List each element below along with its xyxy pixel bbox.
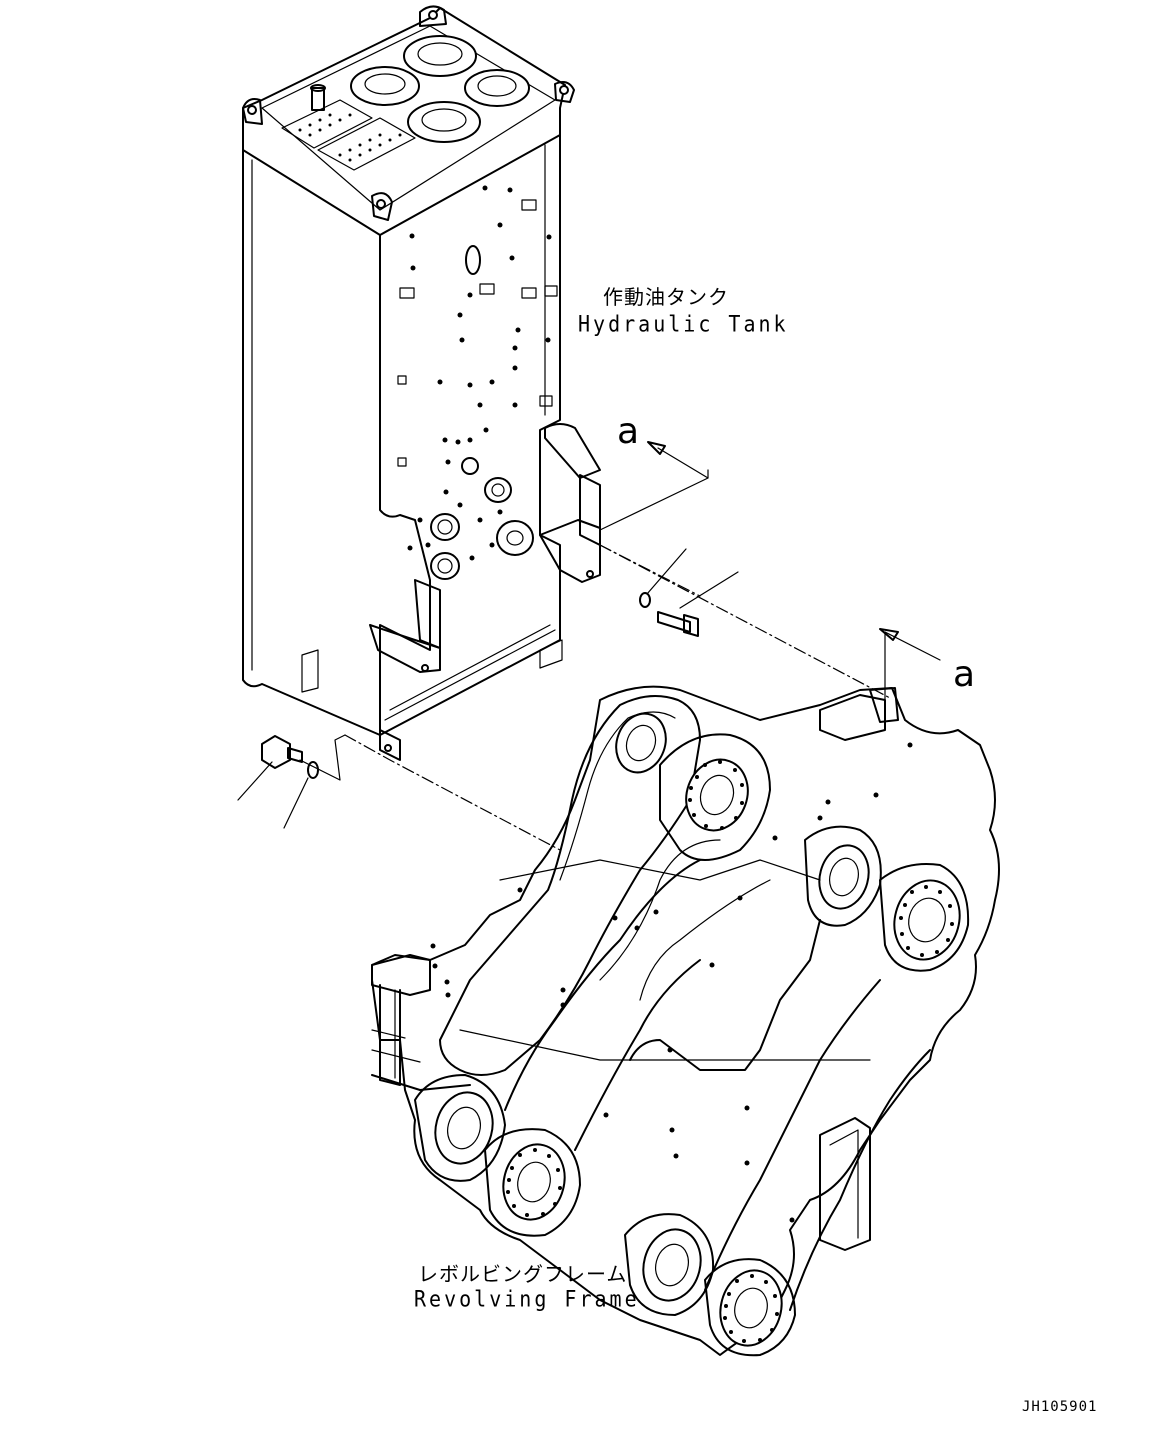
revolving-frame-label-en: Revolving Frame [414,1285,640,1313]
leader-washer-lower [283,777,309,829]
leader-washer-upper [646,548,687,595]
hydraulic-tank-label-jp: 作動油タンク [603,285,729,309]
view-ref-label-top: a [617,411,640,452]
revolving-frame-label-jp: レボルビングフレーム [418,1262,628,1286]
hydraulic-tank [242,5,601,761]
washer-lower-left [307,761,319,779]
washer-upper-right [639,592,651,608]
revolving-frame [371,685,1000,1357]
view-arrow-top [599,441,709,531]
bolt-lower-left [261,735,303,769]
hydraulic-tank-label-en: Hydraulic Tank [578,310,789,338]
drawing-code: JH105901 [1022,1399,1098,1415]
leader-bolt-lower [237,761,273,801]
leader-bolt-upper [679,571,739,609]
view-ref-label-right: a [953,654,976,695]
bolt-upper-right [657,611,699,637]
